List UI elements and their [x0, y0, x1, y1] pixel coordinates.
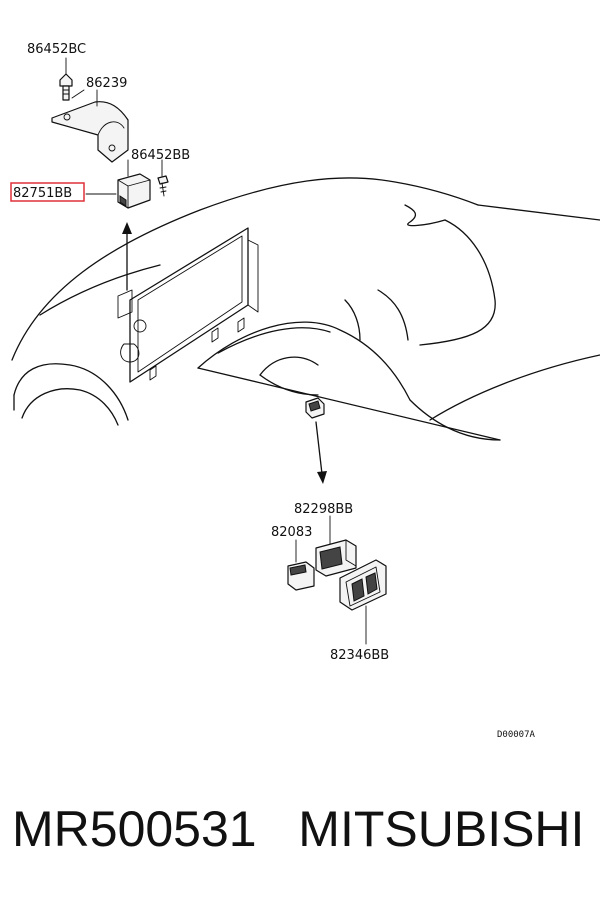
leader-lines-top: [65, 57, 163, 195]
car-body-outline: [11, 177, 600, 441]
bolt-86452bc: [59, 73, 73, 101]
screw-86452bb: [157, 175, 169, 197]
condenser-panel: [117, 227, 259, 383]
caption-brand: MITSUBISHI: [298, 801, 585, 857]
caption: MR500531 MITSUBISHI: [12, 800, 584, 858]
switch-mount: [305, 397, 325, 419]
label-bracket-86239: 86239: [86, 76, 127, 91]
caption-gap: [257, 801, 299, 857]
arrow-to-switches: [315, 421, 327, 484]
switch-82083: [287, 561, 315, 591]
label-relay-82751bb: 82751BB: [13, 186, 72, 201]
switch-unit-82298bb: [315, 539, 357, 577]
caption-part-number: MR500531: [12, 801, 257, 857]
leader-lines-bottom: [295, 515, 367, 645]
label-switch-panel-82346bb: 82346BB: [330, 648, 389, 663]
switch-panel-82346bb: [339, 559, 387, 611]
label-switch-unit-82298bb: 82298BB: [294, 502, 353, 517]
bracket-86239: [51, 101, 129, 163]
label-switch-82083: 82083: [271, 525, 312, 540]
arrow-to-relay: [122, 222, 132, 291]
relay-label-highlight: [10, 182, 85, 202]
diagram-code: D00007A: [497, 730, 536, 740]
label-screw-86452bb: 86452BB: [131, 148, 190, 163]
label-bolt-86452bc: 86452BC: [27, 42, 86, 57]
relay-82751bb: [117, 173, 151, 209]
